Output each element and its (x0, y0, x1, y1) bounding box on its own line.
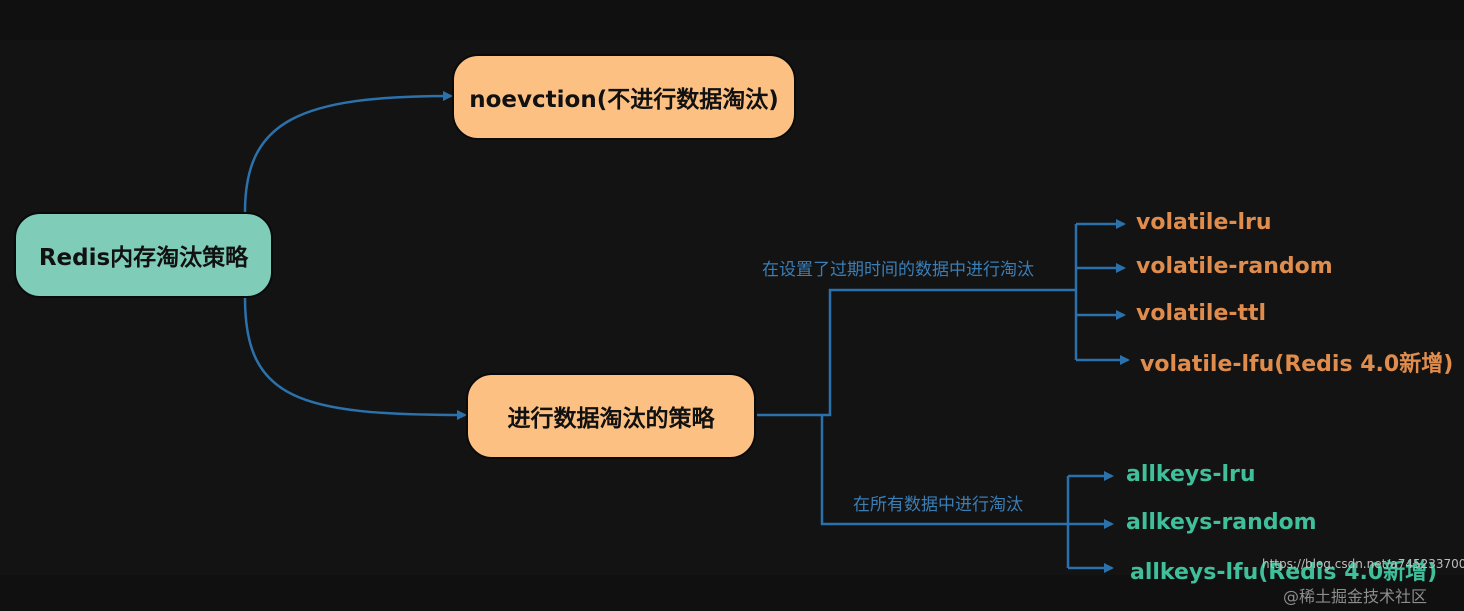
noeviction-node: noevction(不进行数据淘汰) (452, 54, 796, 140)
leaf-volatile-random: volatile-random (1136, 254, 1333, 279)
leaf-allkeys-lfu: allkeys-lfu(Redis 4.0新增) (1130, 560, 1438, 585)
root-node-label: Redis内存淘汰策略 (38, 245, 249, 271)
connector-root-to-noeviction (243, 91, 453, 213)
leaf-volatile-ttl: volatile-ttl (1136, 301, 1267, 326)
leaf-allkeys-lru: allkeys-lru (1126, 462, 1256, 487)
eviction-node-label: 进行数据淘汰的策略 (507, 406, 715, 432)
root-node: Redis内存淘汰策略 (14, 212, 273, 298)
connector-root-to-eviction (243, 297, 467, 420)
watermark-url: https://blog.csdn.net/a745233700 (1262, 557, 1464, 571)
allkeys-group-label: 在所有数据中进行淘汰 (853, 495, 1023, 515)
leaf-allkeys-random: allkeys-random (1126, 510, 1317, 535)
leaf-volatile-lru: volatile-lru (1136, 210, 1272, 235)
connector-eviction-trunk (757, 288, 1076, 417)
connector-eviction-lower (820, 415, 1068, 526)
noeviction-node-label: noevction(不进行数据淘汰) (469, 87, 779, 113)
eviction-node: 进行数据淘汰的策略 (466, 373, 756, 459)
volatile-group-label: 在设置了过期时间的数据中进行淘汰 (762, 260, 1034, 280)
watermark-site: @稀土掘金技术社区 (1283, 587, 1428, 606)
leaf-volatile-lfu: volatile-lfu(Redis 4.0新增) (1140, 352, 1454, 377)
